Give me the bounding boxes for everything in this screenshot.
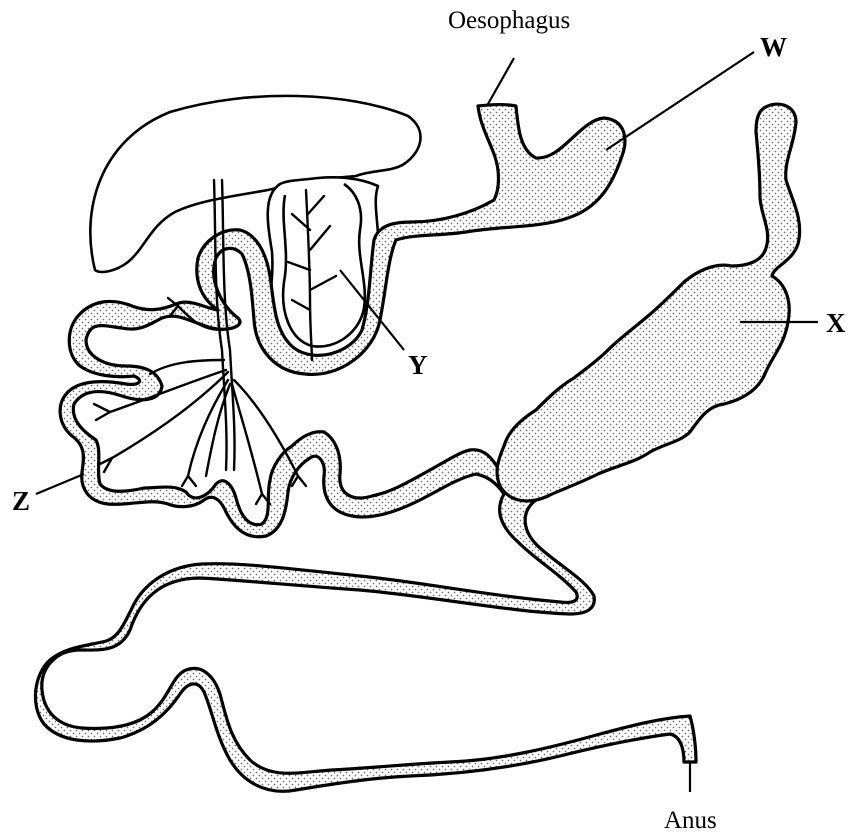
oesophagus-label: Oesophagus xyxy=(448,7,570,34)
label-y: Y xyxy=(408,350,428,380)
z-leader xyxy=(36,474,84,494)
label-w: W xyxy=(760,32,787,62)
oesophagus-leader xyxy=(488,58,514,104)
w-leader xyxy=(606,52,754,150)
anus-label: Anus xyxy=(664,807,717,834)
label-x: X xyxy=(826,308,846,338)
label-z: Z xyxy=(12,486,30,516)
